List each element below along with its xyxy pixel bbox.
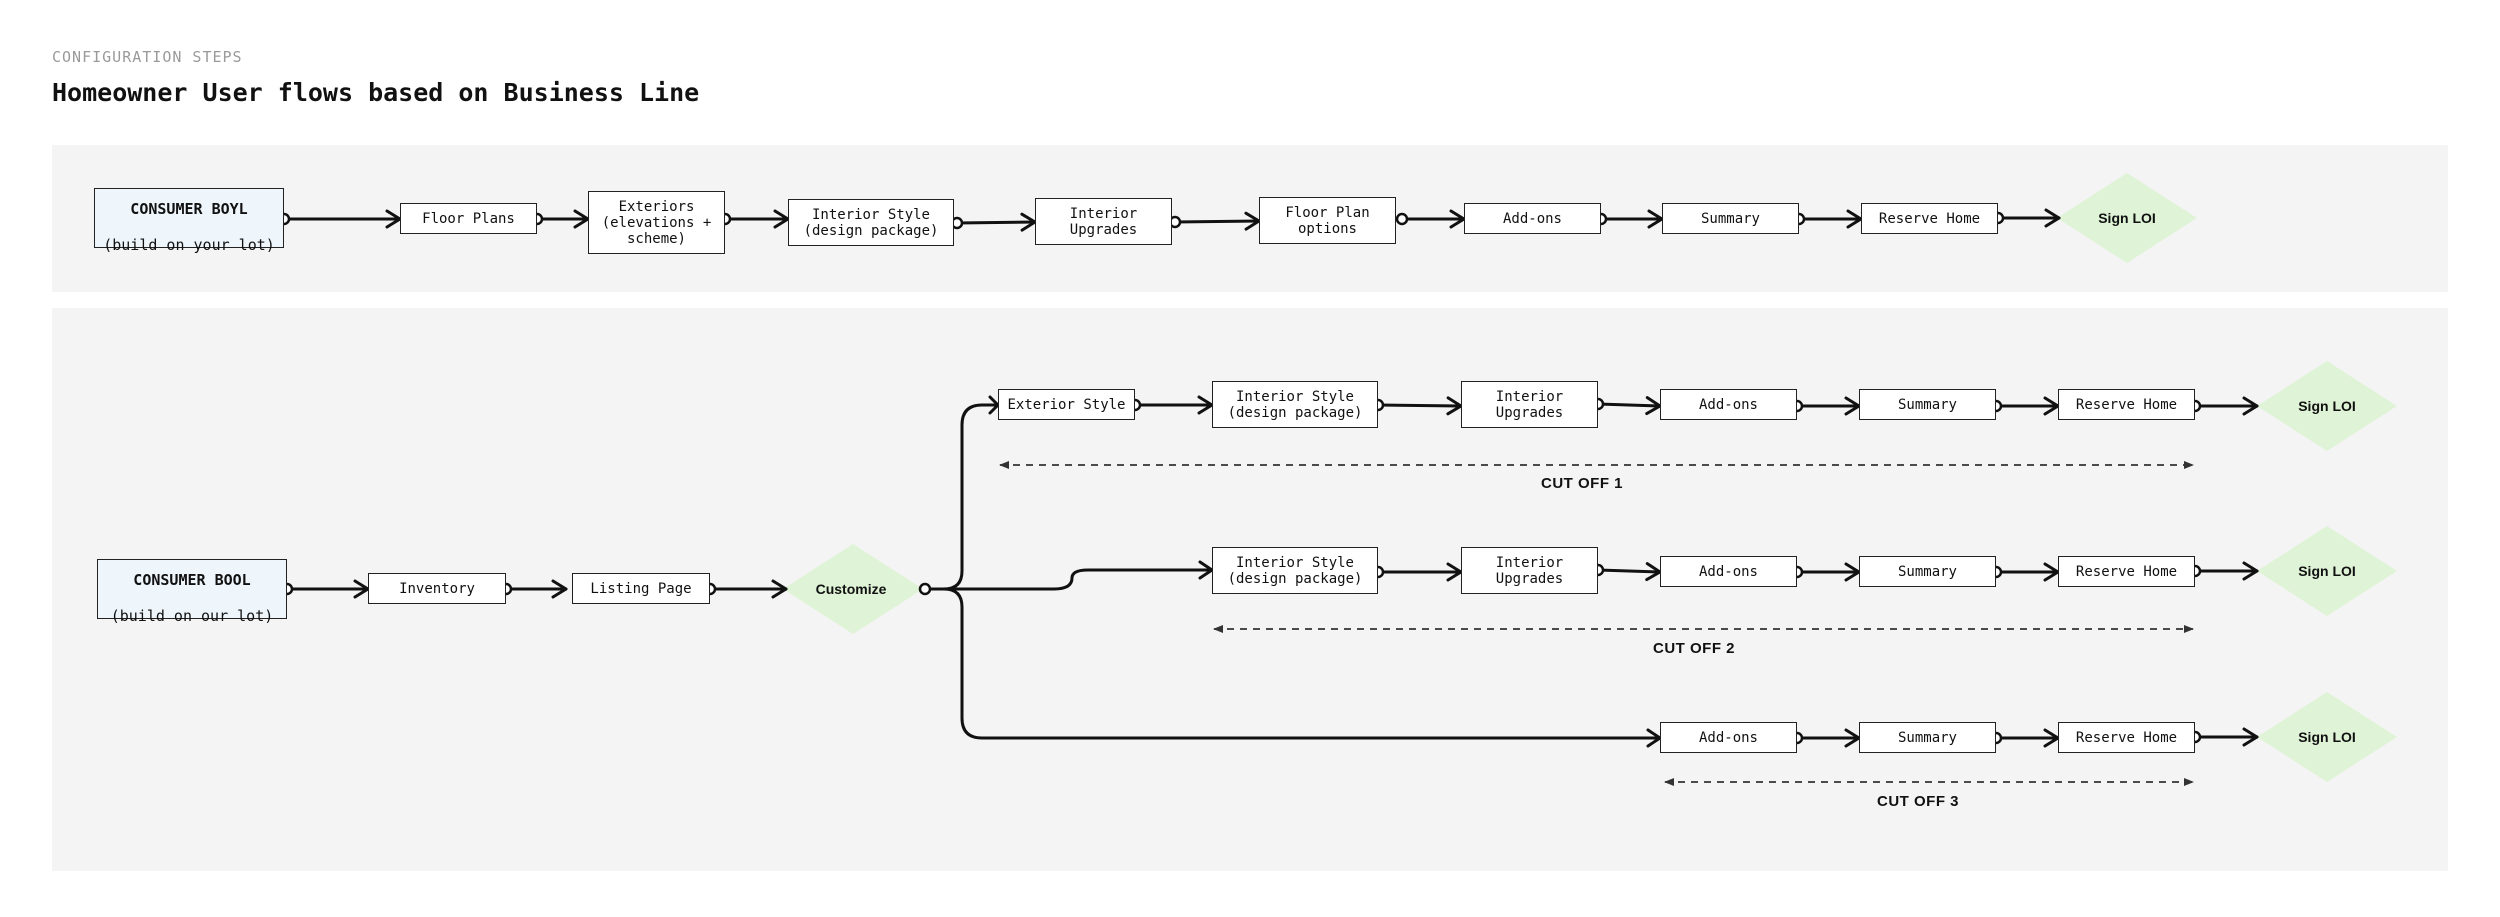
boyl-step-add-ons[interactable]: Add-ons: [1464, 203, 1601, 234]
path2-step-add-ons[interactable]: Add-ons: [1660, 556, 1797, 587]
cutoff-3-label: CUT OFF 3: [1877, 793, 1959, 810]
boyl-arrow-9-head: [2044, 208, 2061, 228]
boyl-sign-loi-shape: [2057, 173, 2197, 263]
boyl-step-exteriors[interactable]: Exteriors (elevations + scheme): [588, 191, 725, 254]
boyl-step-floor-plans[interactable]: Floor Plans: [400, 203, 537, 234]
section-eyebrow: CONFIGURATION STEPS: [52, 48, 243, 66]
consumer-boyl-title: CONSUMER BOYL: [130, 200, 248, 218]
bool-customize[interactable]: Customize: [815, 581, 887, 597]
boyl-arrow-4: [955, 220, 1037, 225]
page-title: Homeowner User flows based on Business L…: [52, 78, 700, 107]
boyl-step-summary[interactable]: Summary: [1662, 203, 1799, 234]
path1-arrow-6-head: [2242, 396, 2259, 416]
boyl-arrow-5: [1173, 219, 1261, 224]
path1-sign-loi-shape: [2257, 361, 2397, 451]
path3-step-summary[interactable]: Summary: [1859, 722, 1996, 753]
cutoff-1-label: CUT OFF 1: [1541, 475, 1623, 492]
branch-path-2: [942, 568, 1214, 591]
boyl-arrow-6-dot: [1395, 212, 1409, 226]
boyl-sign-loi[interactable]: Sign LOI: [2098, 210, 2156, 226]
path1-step-exterior-style[interactable]: Exterior Style: [998, 389, 1135, 420]
bool-step-listing-page[interactable]: Listing Page: [572, 573, 710, 604]
path2-step-interior-style[interactable]: Interior Style (design package): [1212, 547, 1378, 594]
path2-sign-loi[interactable]: Sign LOI: [2298, 563, 2356, 579]
path1-step-interior-upgrades[interactable]: Interior Upgrades: [1461, 381, 1598, 428]
consumer-boyl-start[interactable]: CONSUMER BOYL (build on your lot): [94, 188, 284, 254]
path2-arrow-5-head: [2242, 561, 2259, 581]
branch-dot: [918, 582, 932, 596]
path1-step-interior-style[interactable]: Interior Style (design package): [1212, 381, 1378, 428]
path1-arrow-3: [1596, 402, 1662, 408]
consumer-bool-title: CONSUMER BOOL: [133, 571, 251, 589]
boyl-step-interior-upgrades[interactable]: Interior Upgrades: [1035, 198, 1172, 245]
path3-sign-loi-shape: [2257, 692, 2397, 782]
path3-step-add-ons[interactable]: Add-ons: [1660, 722, 1797, 753]
bool-customize-shape: [783, 544, 923, 634]
path1-step-reserve-home[interactable]: Reserve Home: [2058, 389, 2195, 420]
path2-arrow-2: [1596, 568, 1662, 574]
path2-step-interior-upgrades[interactable]: Interior Upgrades: [1461, 547, 1598, 594]
bool-arrow-3-head: [771, 579, 788, 599]
path2-sign-loi-shape: [2257, 526, 2397, 616]
path1-step-add-ons[interactable]: Add-ons: [1660, 389, 1797, 420]
path3-arrow-3-head: [2242, 727, 2259, 747]
branch-path-3: [942, 587, 1662, 740]
branch-path-1: [923, 403, 1000, 591]
path2-step-reserve-home[interactable]: Reserve Home: [2058, 556, 2195, 587]
path1-sign-loi[interactable]: Sign LOI: [2298, 398, 2356, 414]
boyl-step-reserve-home[interactable]: Reserve Home: [1861, 203, 1998, 234]
consumer-bool-start[interactable]: CONSUMER BOOL (build on our lot): [97, 559, 287, 625]
path3-step-reserve-home[interactable]: Reserve Home: [2058, 722, 2195, 753]
boyl-step-floor-plan-options[interactable]: Floor Plan options: [1259, 197, 1396, 244]
path1-arrow-2: [1376, 403, 1463, 408]
path3-sign-loi[interactable]: Sign LOI: [2298, 729, 2356, 745]
cutoff-2-label: CUT OFF 2: [1653, 640, 1735, 657]
bool-step-inventory[interactable]: Inventory: [368, 573, 506, 604]
path2-step-summary[interactable]: Summary: [1859, 556, 1996, 587]
consumer-bool-subtitle: (build on our lot): [110, 607, 274, 625]
boyl-step-interior-style[interactable]: Interior Style (design package): [788, 199, 954, 246]
consumer-boyl-subtitle: (build on your lot): [103, 236, 275, 254]
bool-arrow-2-head: [551, 579, 568, 599]
path1-step-summary[interactable]: Summary: [1859, 389, 1996, 420]
